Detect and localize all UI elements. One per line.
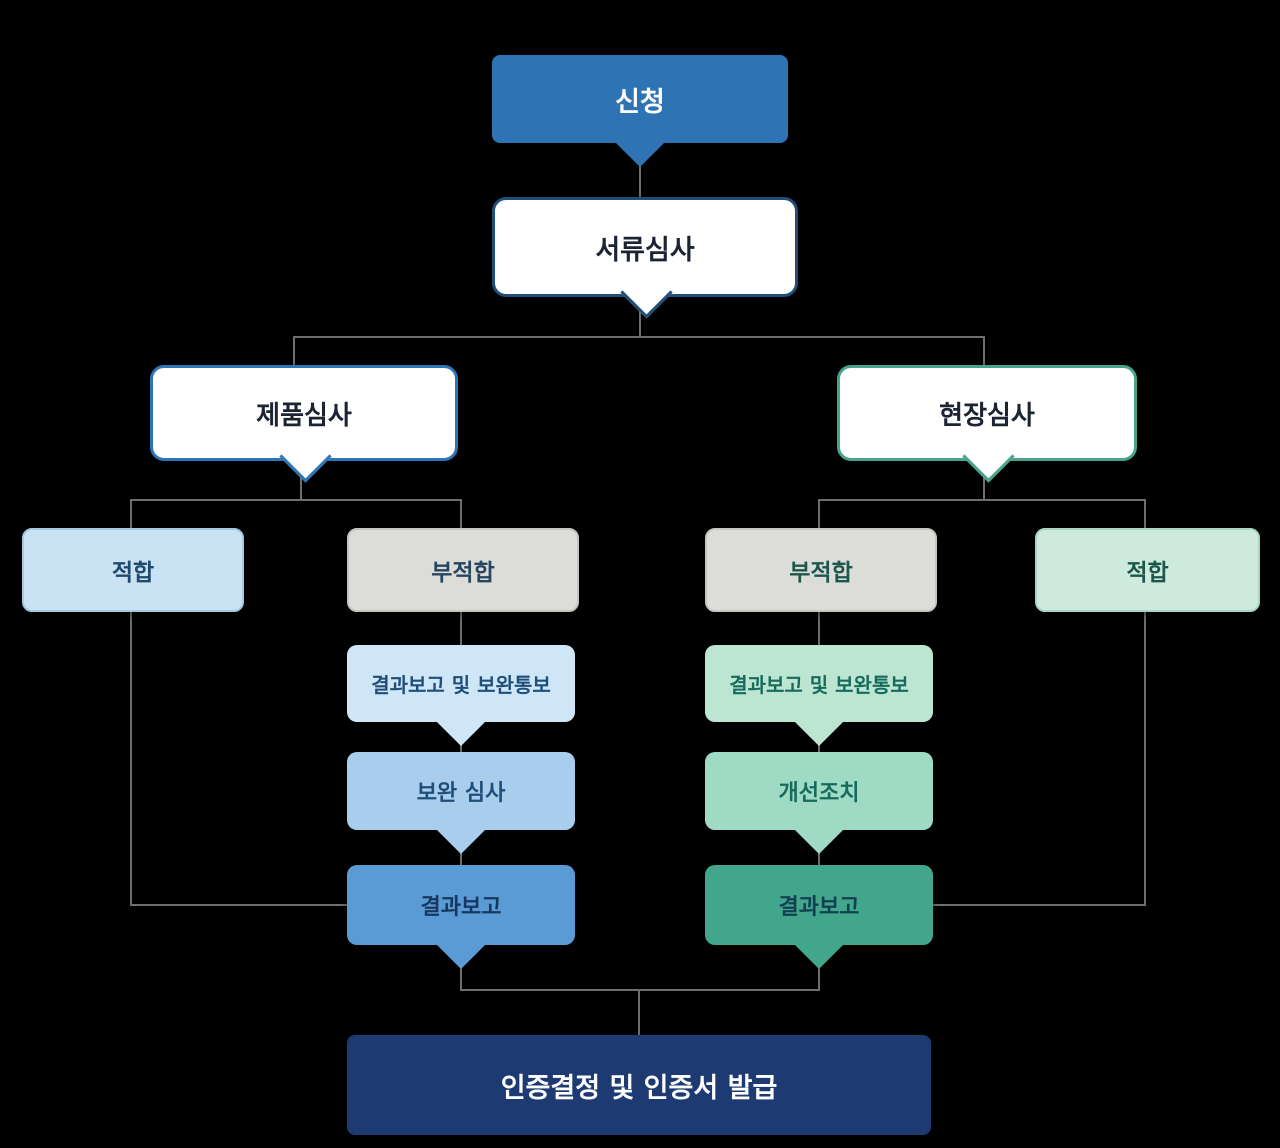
connector-line xyxy=(933,904,1146,906)
node-site-report-notify-label: 결과보고 및 보완통보 xyxy=(729,673,909,697)
node-product-fail-label: 부적합 xyxy=(431,560,495,586)
node-apply-label: 신청 xyxy=(615,86,665,118)
node-product-fail: 부적합 xyxy=(347,528,579,612)
connector-line xyxy=(1144,608,1146,906)
node-product-report-notify: 결과보고 및 보완통보 xyxy=(347,645,575,747)
node-improvement-action-label: 개선조치 xyxy=(778,781,860,806)
node-product-pass: 적합 xyxy=(22,528,244,612)
node-product-result-report-label: 결과보고 xyxy=(420,895,502,920)
node-document-review: 서류심사 xyxy=(492,197,798,319)
connector-line xyxy=(130,499,462,501)
node-product-result-report: 결과보고 xyxy=(347,865,575,970)
bubble-tail xyxy=(436,920,486,970)
node-supplement-review: 보완 심사 xyxy=(347,752,575,855)
connector-line xyxy=(818,608,820,646)
node-product-review-label: 제품심사 xyxy=(256,400,352,431)
node-final-decision: 인증결정 및 인증서 발급 xyxy=(347,1035,931,1135)
connector-line xyxy=(818,499,1145,501)
node-product-report-notify-label: 결과보고 및 보완통보 xyxy=(371,673,551,697)
bubble-tail xyxy=(620,266,673,319)
node-supplement-review-label: 보완 심사 xyxy=(416,781,506,806)
node-site-fail-label: 부적합 xyxy=(789,560,853,586)
connector-line xyxy=(638,989,640,1035)
bubble-tail xyxy=(794,697,844,747)
connector-line xyxy=(130,499,132,529)
node-site-pass-label: 적합 xyxy=(1126,560,1169,586)
node-apply: 신청 xyxy=(492,55,788,168)
connector-line xyxy=(460,499,462,529)
node-site-result-report: 결과보고 xyxy=(705,865,933,970)
connector-line xyxy=(293,336,295,366)
connector-line xyxy=(639,143,641,201)
connector-line xyxy=(1144,499,1146,529)
connector-line xyxy=(130,608,132,906)
node-site-pass: 적합 xyxy=(1035,528,1260,612)
node-product-review: 제품심사 xyxy=(150,365,458,483)
bubble-tail xyxy=(794,805,844,855)
node-site-fail: 부적합 xyxy=(705,528,937,612)
node-site-review-label: 현장심사 xyxy=(939,400,1035,431)
connector-line xyxy=(983,336,985,366)
node-product-pass-label: 적합 xyxy=(111,560,155,586)
connector-line xyxy=(460,989,820,991)
connector-line xyxy=(639,291,641,337)
bubble-tail xyxy=(436,697,486,747)
connector-line xyxy=(293,336,985,338)
bubble-tail xyxy=(962,430,1015,483)
bubble-tail xyxy=(794,920,844,970)
bubble-tail xyxy=(279,430,332,483)
node-document-review-label: 서류심사 xyxy=(595,234,695,266)
connector-line xyxy=(130,904,347,906)
connector-line xyxy=(818,499,820,529)
node-final-decision-label: 인증결정 및 인증서 발급 xyxy=(500,1072,778,1104)
node-improvement-action: 개선조치 xyxy=(705,752,933,855)
connector-line xyxy=(460,608,462,646)
node-site-report-notify: 결과보고 및 보완통보 xyxy=(705,645,933,747)
node-site-result-report-label: 결과보고 xyxy=(778,895,860,920)
bubble-tail xyxy=(615,118,665,168)
node-site-review: 현장심사 xyxy=(837,365,1137,483)
bubble-tail xyxy=(436,805,486,855)
